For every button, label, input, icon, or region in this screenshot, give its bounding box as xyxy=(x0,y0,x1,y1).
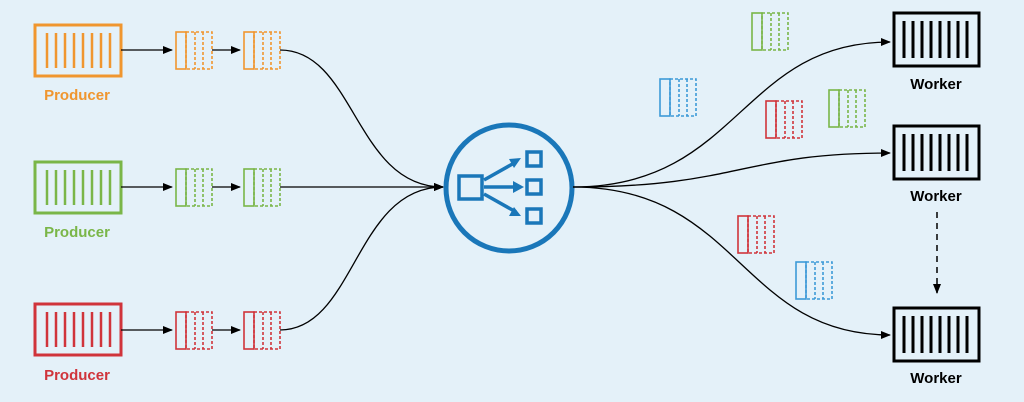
message-icon xyxy=(175,31,213,70)
message-icon xyxy=(175,311,213,350)
producer-orange: Producer xyxy=(33,23,123,104)
producer-green: Producer xyxy=(33,160,123,241)
worker-3: Worker xyxy=(892,306,981,387)
worker-label: Worker xyxy=(910,188,962,205)
message-icon xyxy=(795,261,833,300)
message-icon xyxy=(243,31,281,70)
producer-label: Producer xyxy=(44,224,110,241)
message-icon xyxy=(659,78,697,117)
message-icons-dispatch xyxy=(659,12,866,300)
producer-label: Producer xyxy=(44,367,110,384)
worker-label: Worker xyxy=(910,370,962,387)
producer-label: Producer xyxy=(44,87,110,104)
message-icon xyxy=(175,168,213,207)
worker-label: Worker xyxy=(910,76,962,93)
message-icon xyxy=(243,311,281,350)
hub-output-connectors xyxy=(572,38,891,339)
message-icon xyxy=(765,100,803,139)
producer-arrows xyxy=(121,46,241,334)
message-icon xyxy=(751,12,789,51)
hub-input-connectors xyxy=(279,49,444,331)
producer-red: Producer xyxy=(33,302,123,384)
message-icon xyxy=(828,89,866,128)
message-icons-producer xyxy=(175,31,281,350)
message-icon xyxy=(737,215,775,254)
worker-2: Worker xyxy=(892,124,981,205)
worker-1: Worker xyxy=(892,11,981,93)
message-icon xyxy=(243,168,281,207)
load-balancer-icon xyxy=(443,122,575,254)
